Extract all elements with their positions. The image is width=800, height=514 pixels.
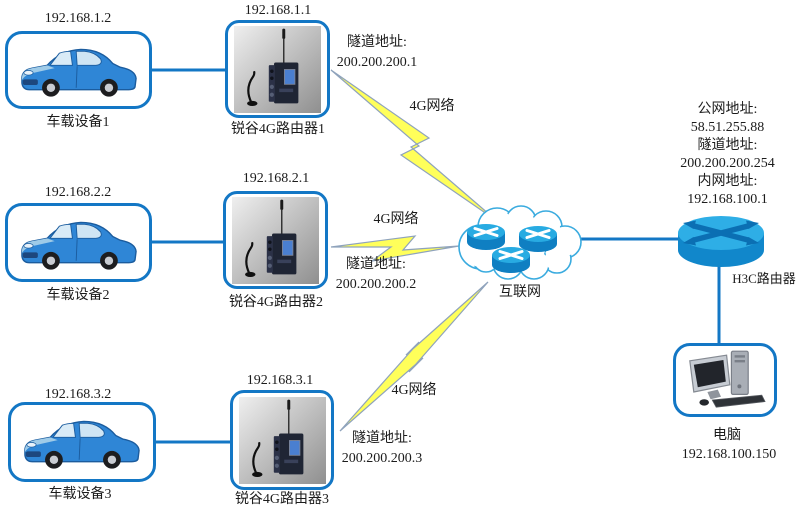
vehicle-2-ip: 192.168.2.2 (44, 185, 112, 200)
tunnel-2-label: 隧道地址: 200.200.200.2 (300, 255, 452, 295)
h3c-public-title: 公网地址: (697, 102, 758, 117)
cloud-router-icon-1 (465, 222, 507, 252)
vehicle-1-label: 车载设备1 (46, 115, 110, 130)
h3c-lan-title: 内网地址: (697, 174, 758, 189)
vehicle-3-box (8, 402, 156, 482)
4g-router-icon (234, 25, 321, 113)
pc-box (673, 343, 777, 417)
vehicle-3-ip: 192.168.3.2 (44, 387, 112, 402)
tunnel-3-title: 隧道地址: (352, 431, 412, 446)
link-1-label: 4G网络 (409, 99, 455, 114)
h3c-tunnel-address: 200.200.200.254 (680, 156, 775, 171)
h3c-addresses: 公网地址: 58.51.255.88 隧道地址: 200.200.200.254… (650, 101, 800, 209)
internet-label: 互联网 (499, 285, 541, 300)
vehicle-1-box (5, 31, 152, 109)
h3c-tunnel-title: 隧道地址: (697, 138, 758, 153)
router-1-box (225, 20, 330, 118)
desktop-pc-icon (689, 350, 766, 408)
router-2-ip: 192.168.2.1 (242, 171, 310, 186)
link-3-label: 4G网络 (391, 383, 437, 398)
car-icon (24, 420, 140, 469)
tunnel-1-label: 隧道地址: 200.200.200.1 (301, 33, 453, 73)
lightning-bolt-3 (339, 281, 489, 432)
tunnel-1-title: 隧道地址: (347, 35, 407, 50)
link-2-label: 4G网络 (373, 212, 419, 227)
tunnel-2-title: 隧道地址: (346, 257, 406, 272)
pc-ip: 192.168.100.150 (681, 447, 777, 462)
tunnel-2-address: 200.200.200.2 (335, 277, 417, 292)
pc-label: 电脑 (713, 428, 741, 443)
tunnel-1-address: 200.200.200.1 (336, 55, 418, 70)
router-cylinder-icon (678, 216, 764, 267)
router-3-ip: 192.168.3.1 (246, 373, 314, 388)
h3c-lan-address: 192.168.100.1 (687, 192, 768, 207)
vehicle-2-box (5, 203, 152, 282)
router-3-box (230, 390, 334, 490)
4g-router-icon (238, 396, 326, 484)
car-icon (20, 221, 137, 270)
vehicle-2-label: 车载设备2 (46, 288, 110, 303)
router-2-label: 锐谷4G路由器2 (228, 295, 324, 310)
router-3-label: 锐谷4G路由器3 (234, 492, 330, 507)
4g-router-icon (232, 196, 319, 284)
router-1-label: 锐谷4G路由器1 (230, 122, 326, 137)
cloud-router-icon-3 (490, 245, 532, 275)
tunnel-3-address: 200.200.200.3 (341, 451, 423, 466)
lightning-bolt-1 (330, 69, 498, 222)
vehicle-3-label: 车载设备3 (48, 487, 112, 502)
router-2-box (223, 191, 328, 289)
cloud-router-icon-2 (517, 224, 559, 254)
car-icon (20, 48, 137, 97)
tunnel-3-label: 隧道地址: 200.200.200.3 (306, 429, 458, 469)
router-1-ip: 192.168.1.1 (244, 3, 312, 18)
vehicle-1-ip: 192.168.1.2 (44, 11, 112, 26)
h3c-router-label: H3C路由器 (732, 271, 796, 286)
h3c-public-address: 58.51.255.88 (690, 120, 765, 135)
